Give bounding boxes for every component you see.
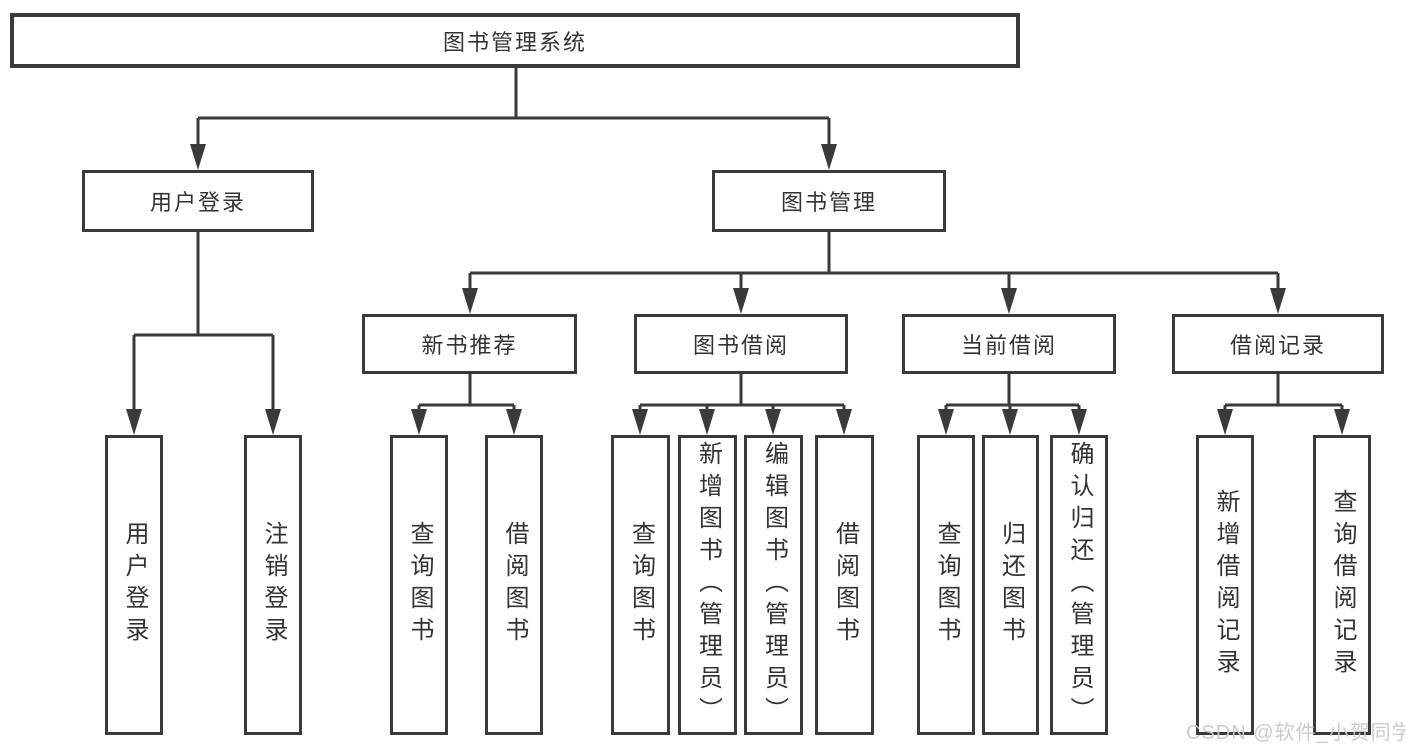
leaf-label: 编辑图书（管理员） bbox=[760, 441, 788, 729]
connector-current-borrow-to-leaves bbox=[938, 374, 1087, 435]
node-label: 图书管理系统 bbox=[442, 29, 587, 55]
node-user-login: 用户登录 bbox=[82, 170, 314, 232]
leaf-label: 查询图书 bbox=[406, 521, 433, 649]
node-borrow-records: 借阅记录 bbox=[1172, 314, 1384, 374]
connector-book-mgmt-to-level3 bbox=[462, 232, 1286, 314]
node-label: 新书推荐 bbox=[421, 333, 518, 358]
node-book-borrow: 图书借阅 bbox=[634, 314, 848, 374]
leaf-label: 确认归还（管理员） bbox=[1066, 441, 1093, 729]
leaf-label: 归还图书 bbox=[997, 521, 1025, 649]
leaf-query-books-current: 查询图书 bbox=[917, 435, 975, 735]
leaf-borrow-books-borrow: 借阅图书 bbox=[815, 435, 874, 735]
leaf-add-borrow-record: 新增借阅记录 bbox=[1196, 435, 1254, 735]
leaf-edit-books-admin: 编辑图书（管理员） bbox=[744, 435, 803, 735]
leaf-label: 新增图书（管理员） bbox=[694, 441, 722, 729]
leaf-borrow-books-recommend: 借阅图书 bbox=[485, 435, 543, 735]
node-new-book-recommend: 新书推荐 bbox=[362, 314, 577, 374]
leaf-add-books-admin: 新增图书（管理员） bbox=[678, 435, 737, 735]
leaf-query-books-recommend: 查询图书 bbox=[390, 435, 448, 735]
node-label: 借阅记录 bbox=[1229, 333, 1326, 358]
connector-borrow-records-to-leaves bbox=[1217, 374, 1350, 435]
leaf-label: 用户登录 bbox=[121, 521, 148, 649]
connector-new-book-recommend-to-leaves bbox=[411, 374, 522, 435]
leaf-label: 新增借阅记录 bbox=[1212, 489, 1239, 681]
node-book-mgmt: 图书管理 bbox=[712, 170, 946, 232]
leaf-label: 注销登录 bbox=[260, 521, 287, 649]
leaf-query-borrow-record: 查询借阅记录 bbox=[1313, 435, 1371, 735]
leaf-user-login: 用户登录 bbox=[105, 435, 163, 735]
leaf-return-books: 归还图书 bbox=[982, 435, 1039, 735]
leaf-label: 借阅图书 bbox=[831, 521, 859, 649]
node-current-borrow: 当前借阅 bbox=[902, 314, 1116, 374]
connector-root-to-level2 bbox=[190, 68, 837, 170]
leaf-label: 查询借阅记录 bbox=[1329, 489, 1356, 681]
csdn-watermark: CSDN @软件_小贺同学 bbox=[1186, 722, 1405, 744]
node-label: 图书管理 bbox=[780, 190, 877, 215]
leaf-logout-login: 注销登录 bbox=[244, 435, 302, 735]
node-label: 用户登录 bbox=[149, 190, 246, 215]
leaf-label: 查询图书 bbox=[627, 521, 655, 649]
connector-user-login-to-leaves bbox=[126, 232, 281, 435]
leaf-label: 借阅图书 bbox=[501, 521, 528, 649]
leaf-label: 查询图书 bbox=[933, 521, 960, 649]
node-root-system: 图书管理系统 bbox=[10, 13, 1020, 68]
leaf-confirm-return-admin: 确认归还（管理员） bbox=[1050, 435, 1108, 735]
connector-book-borrow-to-leaves bbox=[632, 374, 852, 435]
node-label: 当前借阅 bbox=[960, 333, 1057, 358]
node-label: 图书借阅 bbox=[692, 333, 789, 358]
leaf-query-books-borrow: 查询图书 bbox=[611, 435, 670, 735]
